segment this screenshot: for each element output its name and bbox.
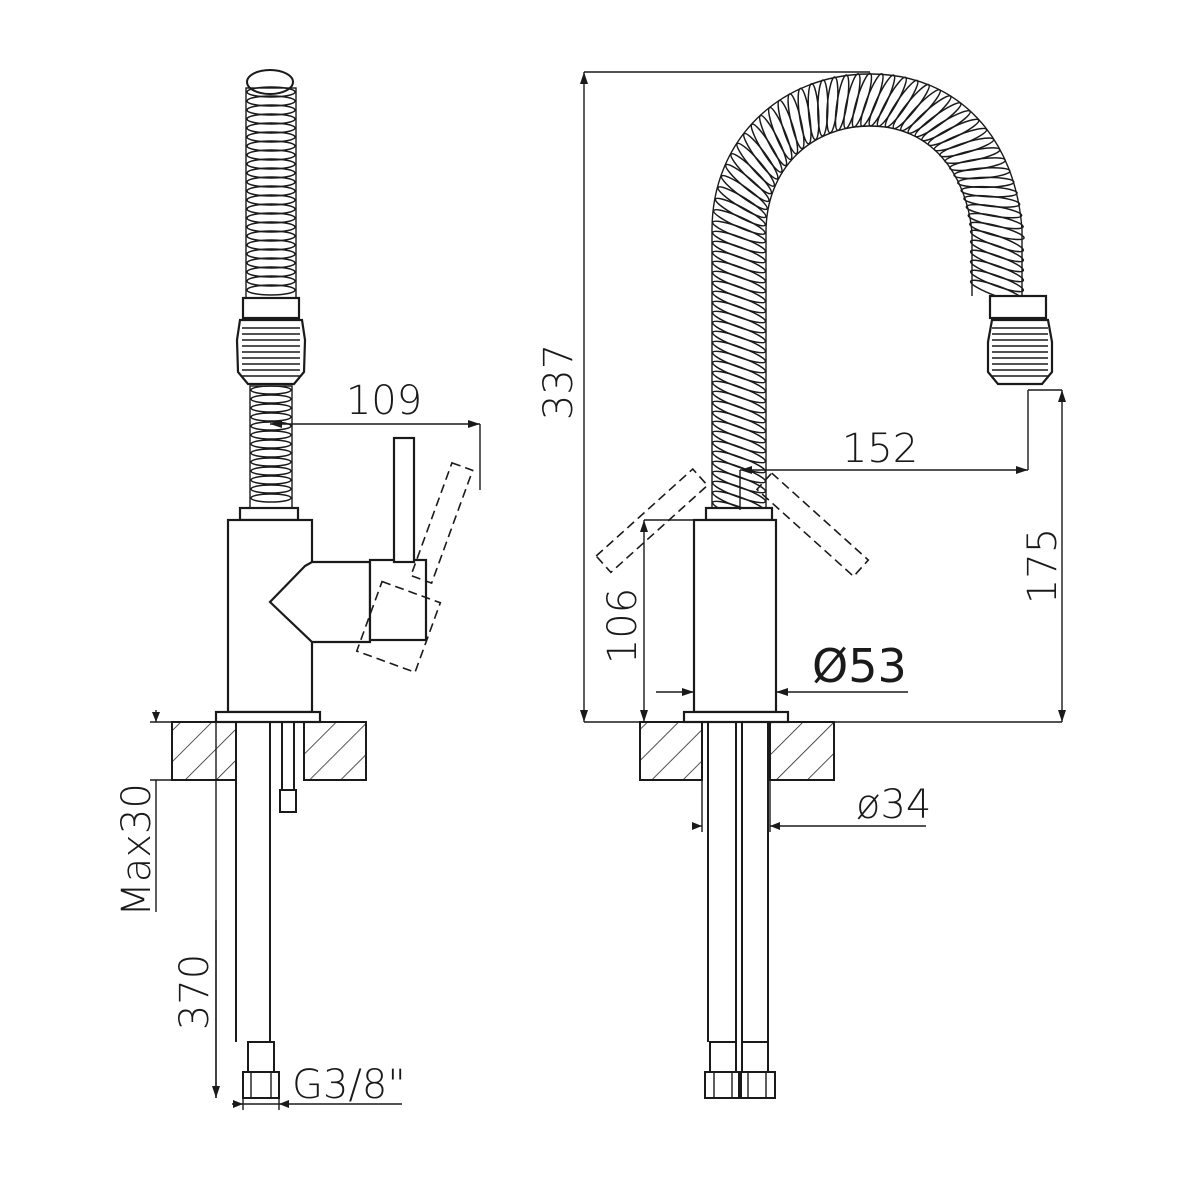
dim-109: 109: [270, 378, 481, 490]
dim-max30-label: Max30: [114, 783, 160, 917]
dim-152: 152: [739, 390, 1029, 510]
dim-370-label: 370: [172, 954, 218, 1030]
coil-loop: [758, 114, 788, 167]
dim-max30: Max30: [114, 710, 172, 917]
dim-106: 106: [600, 519, 694, 722]
side-mounting-nut: [279, 789, 297, 813]
coil-loop: [246, 194, 296, 206]
coil-loop: [921, 110, 972, 142]
dim-d34: ø34: [692, 780, 931, 832]
side-base-flange: [214, 710, 322, 724]
coil-loop: [246, 113, 296, 125]
coil-loop: [246, 248, 296, 260]
coil-loop: [246, 266, 296, 278]
coil-loop: [246, 140, 296, 152]
coil-loop: [742, 132, 779, 180]
coil-loop: [750, 123, 783, 173]
side-hose-ferrule: [247, 1041, 275, 1073]
coil-loop: [250, 493, 292, 503]
side-lever-tilted-outline: [409, 461, 474, 585]
coil-loop: [246, 212, 296, 224]
coil-loop: [826, 76, 839, 134]
dim-d34-label: ø34: [856, 782, 931, 828]
dim-370: 370: [172, 920, 220, 1098]
dim-g38-label: G3/8": [292, 1062, 406, 1108]
coil-loop: [250, 430, 292, 440]
front-spring-coils: [711, 72, 1025, 524]
coil-loop: [246, 176, 296, 188]
coil-loop: [246, 95, 296, 107]
coil-loop: [834, 74, 850, 132]
dim-152-label: 152: [842, 426, 918, 472]
side-hose-fitting: [242, 1071, 280, 1099]
front-view: 337 152 175 106: [536, 71, 1066, 1099]
side-spring-coils: [246, 86, 296, 296]
side-lower-hose-coils: [250, 385, 292, 503]
dim-d53-label: Ø53: [812, 639, 907, 693]
front-hose-ferrule-left: [709, 1041, 737, 1073]
front-hose-fitting-left: [704, 1071, 742, 1099]
side-spray-collar: [241, 296, 301, 320]
dim-d53: Ø53: [656, 639, 908, 696]
side-countertop: [171, 721, 367, 781]
coil-loop: [246, 239, 296, 251]
coil-loop: [246, 185, 296, 197]
coil-loop: [250, 421, 292, 431]
coil-loop: [250, 412, 292, 422]
coil-loop: [246, 167, 296, 179]
dim-175-label: 175: [1020, 528, 1066, 604]
front-base-flange: [682, 710, 790, 724]
side-lever-handle: [392, 436, 416, 564]
coil-loop: [246, 131, 296, 143]
side-spring-hose: [245, 69, 297, 299]
coil-loop: [246, 221, 296, 233]
coil-loop: [250, 448, 292, 458]
front-spray-collar: [988, 294, 1048, 320]
coil-loop: [250, 457, 292, 467]
side-spray-head-ribs: [242, 327, 300, 377]
coil-loop: [250, 385, 292, 395]
coil-loop: [246, 86, 296, 98]
front-faucet-body: [692, 518, 778, 714]
coil-loop: [246, 122, 296, 134]
front-spray-head-ribs: [992, 327, 1048, 377]
coil-loop: [246, 149, 296, 161]
coil-loop: [246, 230, 296, 242]
dim-175: 175: [1020, 389, 1066, 722]
front-handle-right-outline: [755, 471, 870, 578]
coil-loop: [914, 102, 962, 138]
coil-loop: [246, 257, 296, 269]
coil-loop: [246, 158, 296, 170]
coil-loop: [250, 394, 292, 404]
coil-loop: [250, 475, 292, 485]
dim-109-label: 109: [346, 378, 422, 424]
front-gooseneck-spring: [711, 72, 1025, 524]
dim-106-label: 106: [600, 588, 646, 664]
coil-loop: [949, 157, 1006, 172]
coil-loop: [246, 104, 296, 116]
front-countertop: [639, 721, 835, 781]
dim-g38: G3/8": [232, 1062, 406, 1110]
coil-loop: [250, 439, 292, 449]
dim-337-label: 337: [536, 344, 582, 420]
coil-loop: [714, 197, 766, 227]
dim-337: 337: [536, 71, 1062, 723]
coil-loop: [246, 203, 296, 215]
coil-loop: [246, 284, 296, 296]
coil-loop: [250, 466, 292, 476]
side-view: 109 Max30 370 G3/8": [114, 69, 481, 1110]
coil-loop: [246, 275, 296, 287]
front-hose-fitting-right: [738, 1071, 776, 1099]
coil-loop: [250, 484, 292, 494]
coil-loop: [250, 403, 292, 413]
coil-loop: [927, 118, 980, 147]
coil-loop: [965, 203, 1023, 219]
front-handle-left-outline: [595, 467, 709, 574]
front-hose-ferrule-right: [741, 1041, 769, 1073]
coil-loop: [767, 106, 793, 161]
coil-loop: [797, 87, 812, 145]
